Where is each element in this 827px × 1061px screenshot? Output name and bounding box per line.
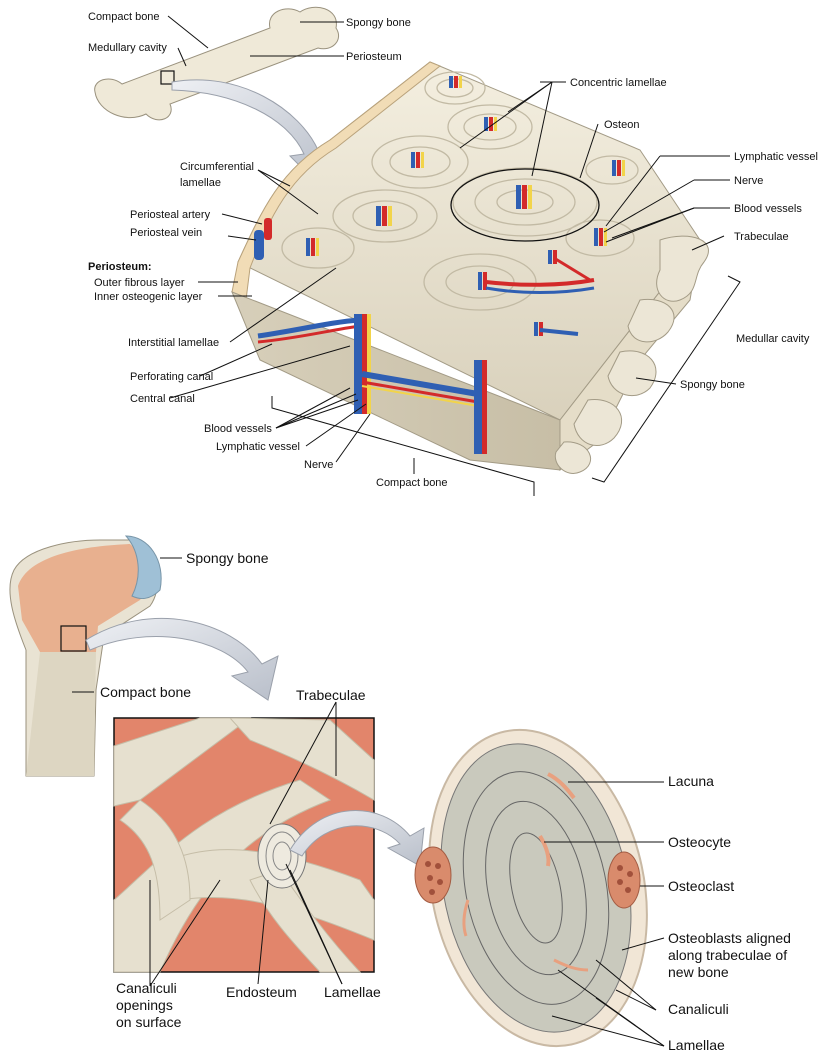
label-spongy-bone-bottom: Spongy bone	[186, 550, 269, 566]
label-blood-vessels: Blood vessels	[734, 203, 802, 215]
bottom-labels: Spongy bone Compact bone Trabeculae Cana…	[100, 550, 791, 1053]
label-central-canal: Central canal	[130, 393, 195, 405]
magnify-arrow-bottom	[85, 617, 279, 701]
trabeculae-box	[113, 717, 375, 973]
label-compact-bone-lower: Compact bone	[376, 477, 448, 489]
label-periosteal-artery: Periosteal artery	[130, 209, 211, 221]
femur-magnify-box	[60, 625, 87, 652]
label-circumferential-lamellae-1: Circumferential	[180, 161, 254, 173]
label-nerve-lower: Nerve	[304, 459, 333, 471]
label-spongy-bone-lower: Spongy bone	[680, 379, 745, 391]
label-trabeculae-bottom: Trabeculae	[296, 687, 366, 703]
label-concentric-lamellae: Concentric lamellae	[570, 77, 667, 89]
label-lamellae: Lamellae	[668, 1037, 725, 1053]
label-blood-vessels-lower: Blood vessels	[204, 423, 272, 435]
osteoclast-left	[414, 846, 452, 904]
spongy-bone-edge	[554, 235, 709, 474]
label-periosteum: Periosteum	[346, 51, 402, 63]
label-endosteum: Endosteum	[226, 984, 297, 1000]
label-medullar-cavity: Medullar cavity	[736, 333, 810, 345]
top-leader-lines	[167, 15, 730, 474]
label-periosteum-heading: Periosteum:	[88, 261, 152, 273]
spongy-bone-bracket	[591, 275, 741, 483]
label-periosteal-vein: Periosteal vein	[130, 227, 202, 239]
label-compact-bone: Compact bone	[88, 11, 160, 23]
label-osteoblasts-1: Osteoblasts aligned	[668, 930, 791, 946]
trabecula-cross-section	[414, 728, 648, 1048]
label-canaliculi: Canaliculi	[668, 1001, 729, 1017]
label-perforating-canal: Perforating canal	[130, 371, 213, 383]
label-lamellae-mid: Lamellae	[324, 984, 381, 1000]
label-osteoclast: Osteoclast	[668, 878, 734, 894]
magnify-box	[160, 70, 175, 85]
label-outer-fibrous-layer: Outer fibrous layer	[94, 277, 185, 289]
label-canaliculi-openings-2: openings	[116, 997, 173, 1013]
osteoclast-right	[607, 851, 641, 909]
label-interstitial-lamellae: Interstitial lamellae	[128, 337, 219, 349]
label-inner-osteogenic-layer: Inner osteogenic layer	[94, 291, 203, 303]
label-compact-bone-bottom: Compact bone	[100, 684, 191, 700]
label-canaliculi-openings-1: Canaliculi	[116, 980, 177, 996]
label-nerve: Nerve	[734, 175, 763, 187]
femur-head-illustration	[9, 535, 162, 777]
osteon-highlight	[450, 168, 600, 242]
label-lymphatic-vessel: Lymphatic vessel	[734, 151, 818, 163]
top-labels: Compact bone Spongy bone Medullary cavit…	[88, 11, 818, 489]
long-bone-illustration	[94, 6, 340, 121]
label-circumferential-lamellae-2: lamellae	[180, 177, 221, 189]
label-osteoblasts-3: new bone	[668, 964, 729, 980]
label-lymphatic-vessel-lower: Lymphatic vessel	[216, 441, 300, 453]
label-spongy-bone: Spongy bone	[346, 17, 411, 29]
label-osteon: Osteon	[604, 119, 639, 131]
label-trabeculae: Trabeculae	[734, 231, 789, 243]
label-canaliculi-openings-3: on surface	[116, 1014, 182, 1030]
label-osteocyte: Osteocyte	[668, 834, 731, 850]
compact-bone-bracket	[271, 396, 535, 496]
bottom-leader-lines	[72, 557, 665, 1047]
label-lacuna: Lacuna	[668, 773, 714, 789]
label-medullary-cavity: Medullary cavity	[88, 42, 167, 54]
label-osteoblasts-2: along trabeculae of	[668, 947, 787, 963]
